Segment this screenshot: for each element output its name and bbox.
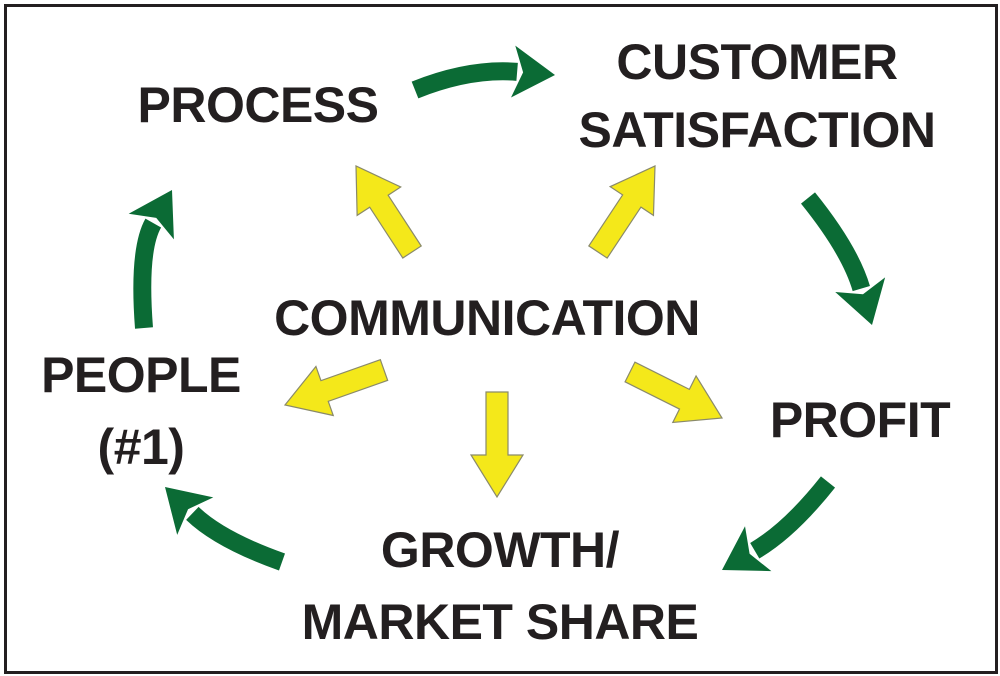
arrow-customer-to-profit: [800, 192, 886, 325]
node-growth-line1: GROWTH/: [380, 522, 620, 578]
node-profit: PROFIT: [769, 392, 951, 448]
diagram-border: [4, 4, 998, 674]
arrow-communication-to-profit: [624, 361, 724, 424]
node-communication: COMMUNICATION: [274, 290, 700, 346]
node-customer-line1: CUSTOMER: [616, 34, 898, 90]
node-growth-line2: MARKET SHARE: [301, 594, 699, 650]
node-people-line2: (#1): [97, 419, 185, 475]
arrow-process-to-customer: [411, 45, 555, 99]
arrow-communication-to-customer: [587, 165, 656, 259]
arrow-profit-to-growth: [722, 476, 836, 572]
arrow-growth-to-people: [165, 487, 286, 571]
arrow-communication-to-people: [283, 358, 389, 417]
node-process: PROCESS: [137, 77, 379, 133]
node-people-line1: PEOPLE: [41, 347, 241, 403]
node-customer-line2: SATISFACTION: [578, 102, 936, 158]
arrow-communication-to-growth: [469, 391, 525, 499]
arrow-communication-to-process: [355, 165, 423, 259]
arrow-people-to-process: [128, 190, 174, 329]
